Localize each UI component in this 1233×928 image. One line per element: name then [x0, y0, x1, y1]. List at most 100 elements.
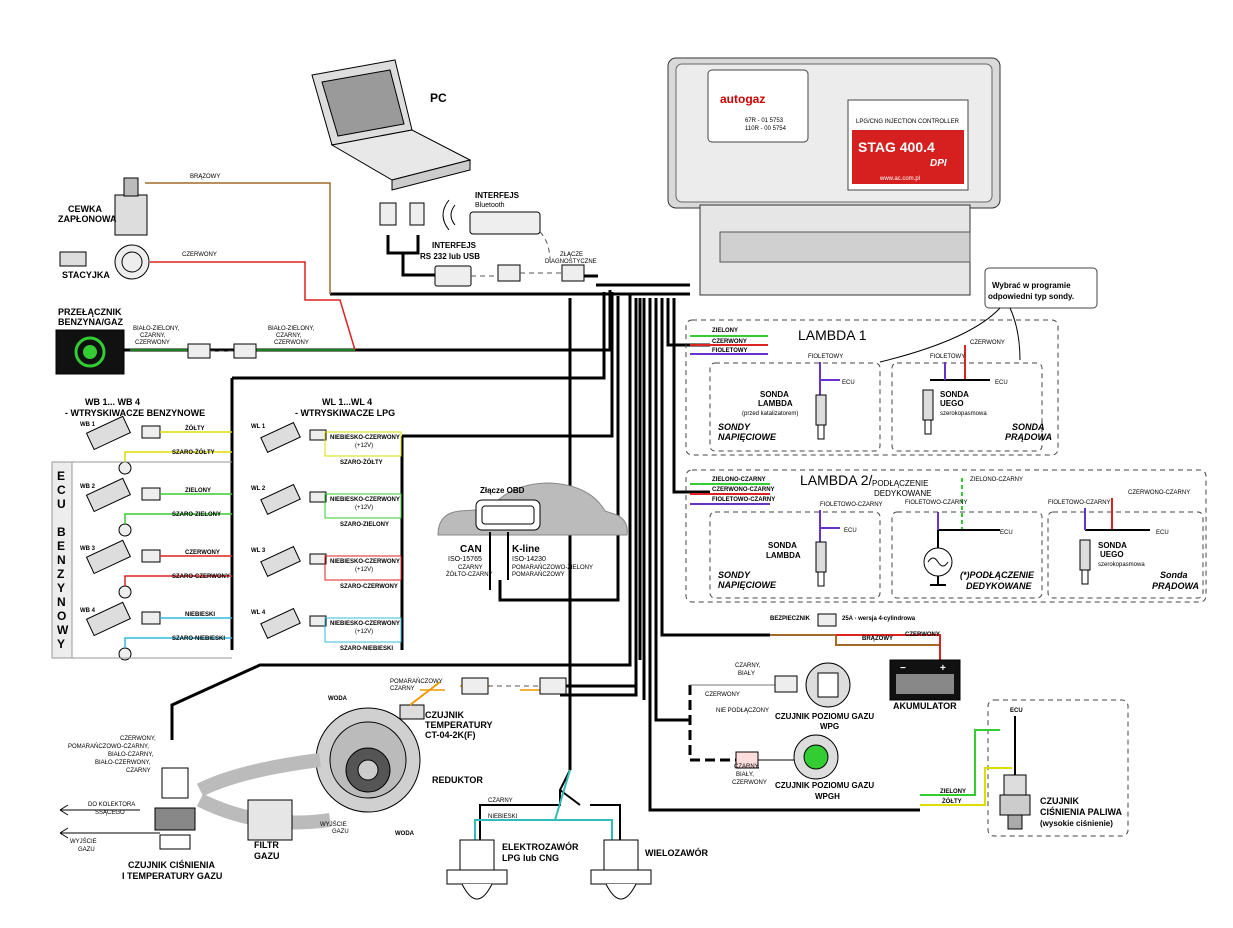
wb-id: WB 4: [80, 608, 96, 614]
uego-sensor-icon: [922, 389, 934, 435]
lambda1-s1-name-1: SONDA: [760, 390, 789, 399]
lambda2-wire-3: FIOLETOWO-CZARNY: [712, 497, 775, 503]
temp-label-2: TEMPERATURY: [425, 720, 493, 730]
lambda2-panel: [685, 469, 1207, 603]
temp-wire-2: CZARNY: [390, 686, 415, 692]
obd-kline-std: ISO-14230: [512, 556, 546, 563]
wb-color: NIEBIESKI: [185, 612, 215, 618]
wpgh-label-2: WPGH: [815, 792, 840, 801]
ecu-model-suffix: DPI: [930, 158, 947, 169]
manifold-label-1: DO KOLEKTORA: [88, 802, 135, 808]
wpg-wire-2: BIAŁY: [738, 671, 755, 677]
lambda1-s2-name-2: UEGO: [940, 399, 964, 408]
lambda1-wire-violet: FIOLETOWY: [712, 348, 748, 354]
injector-icon: [260, 545, 301, 577]
reducer-label: REDUKTOR: [432, 775, 483, 785]
ecu-controller: autogaz 67R - 01 5753 110R - 00 5754 LPG…: [667, 57, 1001, 296]
obd-kline-wire-2: POMARAŃCZOWY: [512, 571, 565, 578]
lambda1-s1-type-2: NAPIĘCIOWE: [718, 432, 777, 442]
wl-title: WL 1...WL 4: [322, 397, 372, 407]
fuel-sensor-green: ZIELONY: [940, 789, 966, 795]
red-wire: CZERWONY: [905, 632, 940, 638]
wb-id: WB 2: [80, 484, 96, 490]
water-label: WODA: [328, 696, 348, 702]
wl-id: WL 3: [251, 548, 266, 554]
wl-injector: WL 2NIEBIESKO-CZERWONY(+12V)SZARO-ZIELON…: [251, 483, 402, 528]
switch-wire-3: CZERWONY: [135, 340, 170, 346]
injector-icon: [260, 483, 301, 515]
usb-plug-icon: [379, 202, 435, 277]
ignition-label: STACYJKA: [62, 270, 110, 280]
injector-icon: [260, 607, 301, 639]
multivalve-label: WIELOZAWÓR: [645, 847, 708, 858]
injector-icon: [260, 421, 301, 453]
lambda2-u-wire-2: CZERWONO-CZARNY: [1128, 490, 1190, 496]
outlet-label-4: GAZU: [78, 847, 95, 853]
injector-wire: [124, 617, 232, 648]
ps-wire-3: BIAŁO-CZARNY,: [108, 752, 154, 758]
wl-voltage: (+12V): [355, 629, 373, 635]
obd-kline: K-line: [512, 544, 540, 555]
lambda2-s1-name-2: LAMBDA: [766, 551, 801, 560]
lambda1-s1-type-1: SONDY: [718, 422, 751, 432]
wb-gray: SZARO-CZERWONY: [172, 574, 230, 580]
switch-connector-a: [187, 343, 211, 359]
ps-wire-5: CZARNY: [126, 768, 151, 774]
bt-interface-label: INTERFEJS: [475, 191, 520, 200]
ecu-letter: W: [57, 623, 69, 637]
wl-gray: SZARO-CZERWONY: [340, 584, 398, 590]
injector-icon: [85, 539, 132, 575]
fuel-pressure-sensor-icon: [999, 774, 1031, 830]
wb-gray: SZARO-ZIELONY: [172, 512, 221, 518]
lambda1-voltage-box: [709, 362, 881, 452]
valve-wire-black: CZARNY: [488, 798, 513, 804]
brown-wire: BRĄZOWY: [862, 636, 893, 642]
fuel-sensor-yellow: ŻÓŁTY: [942, 797, 962, 805]
connector-icon: [118, 585, 132, 599]
wl-wire-loop: [324, 431, 402, 457]
water-label-2: WODA: [395, 831, 415, 837]
ecu-letter: Y: [57, 637, 65, 651]
lambda2-u-type-1: Sonda: [1160, 570, 1188, 580]
plug-icon: [141, 549, 161, 563]
obd-can-wire-1: CZARNY: [458, 565, 483, 571]
wpg-label-2: WPG: [820, 722, 839, 731]
valve-label-2: LPG lub CNG: [502, 853, 559, 863]
switch-label-2: BENZYNA/GAZ: [58, 317, 124, 327]
plug-icon: [141, 487, 161, 501]
wpgh-label-1: CZUJNIK POZIOMU GAZU: [775, 781, 874, 790]
obd-can-wire-2: ŻÓŁTO-CZARNY: [446, 571, 493, 578]
wl-line: NIEBIESKO-CZERWONY: [330, 435, 400, 441]
bt-interface-sub: Bluetooth: [475, 202, 505, 209]
rs232-interface: [434, 264, 585, 287]
wb-color: CZERWONY: [185, 550, 220, 556]
wl-injector: WL 3NIEBIESKO-CZERWONY(+12V)SZARO-CZERWO…: [251, 545, 402, 590]
ignition-coil-icon: [114, 177, 148, 236]
signal-source-icon: [923, 530, 953, 586]
wpgh-wire-1: CZARNY,: [734, 764, 760, 770]
fuel-sensor-ecu: ECU: [1010, 708, 1023, 714]
lambda1-s1-name-2: LAMBDA: [758, 399, 793, 408]
temp-label-1: CZUJNIK: [425, 710, 465, 720]
wb-gray: SZARO-ŻÓŁTY: [172, 448, 215, 456]
wb-injector: WB 2 ZIELONY SZARO-ZIELONY: [80, 477, 232, 537]
fuel-sensor-name-1: CZUJNIK: [1040, 796, 1080, 806]
switch-connector-b: [233, 343, 257, 359]
wb-color: ZIELONY: [185, 488, 211, 494]
plug-icon: [309, 491, 327, 503]
lambda1-panel: [685, 319, 1059, 456]
ecu-strip: [51, 461, 73, 659]
lambda2-u-ecu: ECU: [1156, 530, 1169, 536]
lambda-sensor-icon: [815, 394, 827, 440]
plug-icon: [141, 611, 161, 625]
switch-wire-1: BIAŁO-ZIELONY,: [133, 326, 180, 332]
diag-sub: DIAGNOSTYCZNE: [545, 259, 597, 265]
fuel-sensor-name-2: CIŚNIENIA PALIWA: [1040, 806, 1123, 817]
ecu-letter: U: [57, 497, 66, 511]
ps-label-1: CZUJNIK CIŚNIENIA: [128, 859, 216, 870]
wl-line: NIEBIESKO-CZERWONY: [330, 559, 400, 565]
coil-label: CEWKA: [68, 204, 102, 214]
